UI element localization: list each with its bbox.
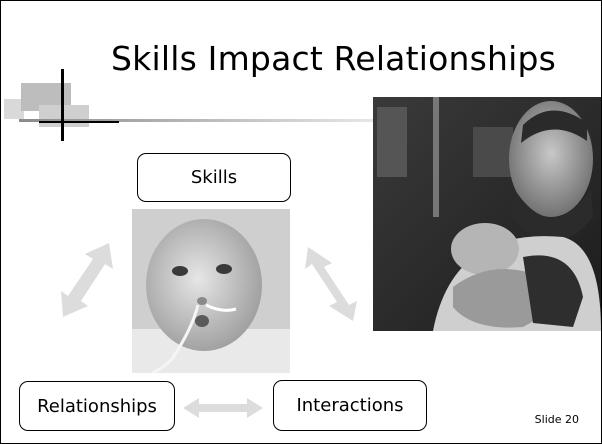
arrow-skills-interactions xyxy=(305,247,357,321)
slide-number: Slide 20 xyxy=(534,413,579,426)
node-relationships: Relationships xyxy=(19,381,175,431)
arrow-skills-relationships xyxy=(61,243,113,317)
title-decoration xyxy=(4,69,379,141)
node-skills: Skills xyxy=(137,153,291,202)
infant-with-nasal-tube-photo xyxy=(132,209,290,373)
node-relationships-label: Relationships xyxy=(37,395,157,417)
arrow-relationships-interactions xyxy=(183,398,263,418)
slide-title: Skills Impact Relationships xyxy=(111,39,557,78)
father-holding-infant-photo xyxy=(373,97,601,331)
node-interactions: Interactions xyxy=(273,380,427,431)
node-skills-label: Skills xyxy=(190,167,238,188)
node-interactions-label: Interactions xyxy=(296,395,404,416)
